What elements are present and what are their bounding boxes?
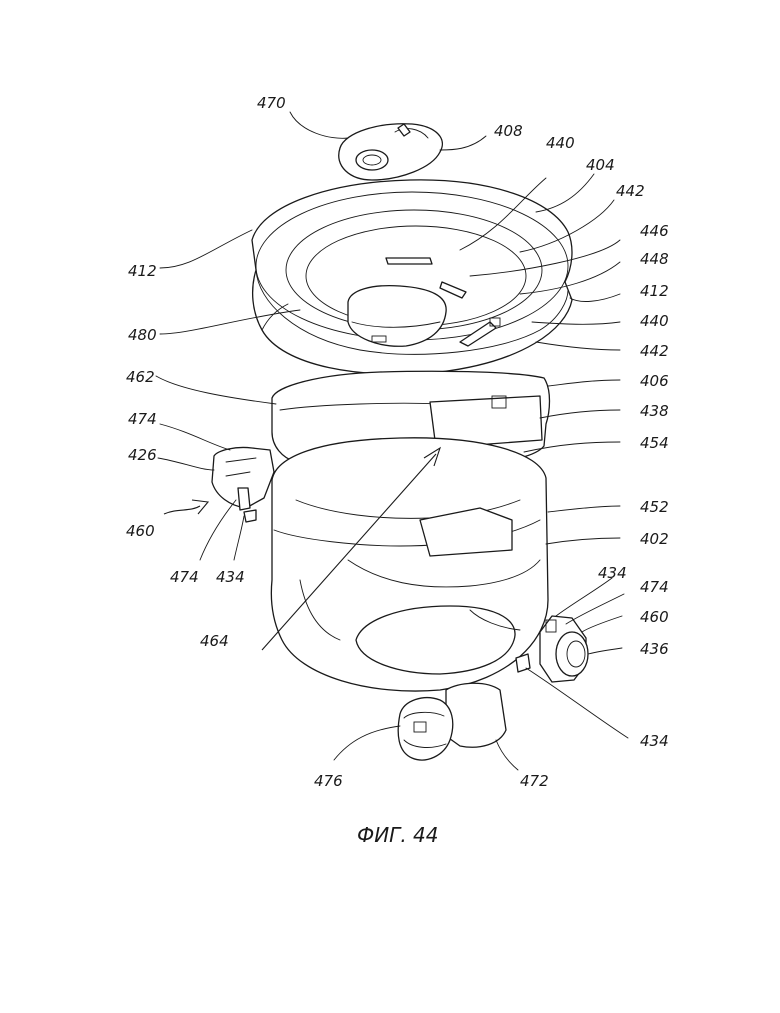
- label-474-right: 474: [640, 578, 669, 596]
- left-arrow-460: [164, 500, 208, 514]
- label-464: 464: [200, 632, 229, 650]
- label-438: 438: [640, 402, 669, 420]
- label-446: 446: [640, 222, 669, 240]
- left-latch-426: [212, 447, 274, 522]
- label-408: 408: [494, 122, 523, 140]
- label-440-right: 440: [640, 312, 669, 330]
- label-476: 476: [314, 772, 343, 790]
- label-442: 442: [616, 182, 645, 200]
- label-434-right-bottom: 434: [640, 732, 669, 750]
- label-462: 462: [126, 368, 155, 386]
- label-412-right: 412: [640, 282, 669, 300]
- label-460-right: 460: [640, 608, 669, 626]
- outlet-472: [398, 683, 506, 760]
- label-442-right: 442: [640, 342, 669, 360]
- cap-470: [339, 124, 443, 180]
- label-434-right-top: 434: [598, 564, 627, 582]
- label-412-left: 412: [128, 262, 157, 280]
- label-474-left-bottom: 474: [170, 568, 199, 586]
- label-406: 406: [640, 372, 669, 390]
- label-404: 404: [586, 156, 615, 174]
- label-472: 472: [520, 772, 549, 790]
- figure-caption: ФИГ. 44: [357, 823, 438, 847]
- label-448: 448: [640, 250, 669, 268]
- label-402: 402: [640, 530, 669, 548]
- body-402: [271, 438, 548, 691]
- label-480: 480: [128, 326, 157, 344]
- label-452: 452: [640, 498, 669, 516]
- label-454: 454: [640, 434, 669, 452]
- label-440: 440: [546, 134, 575, 152]
- label-460-left: 460: [126, 522, 155, 540]
- label-474-left-top: 474: [128, 410, 157, 428]
- label-436: 436: [640, 640, 669, 658]
- lid-404: [252, 180, 572, 374]
- label-426: 426: [128, 446, 157, 464]
- label-470: 470: [257, 94, 286, 112]
- label-434-left: 434: [216, 568, 245, 586]
